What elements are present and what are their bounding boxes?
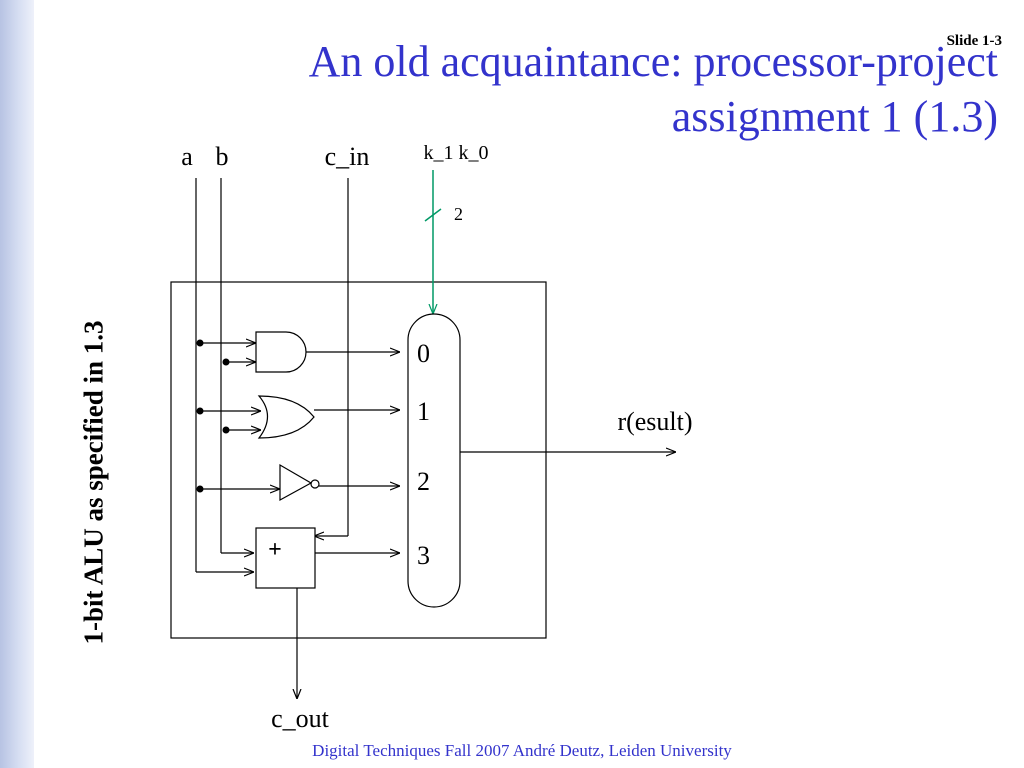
input-b-label: b bbox=[216, 142, 229, 171]
bus-width-label: 2 bbox=[454, 204, 463, 224]
input-a-label: a bbox=[181, 142, 193, 171]
multiplexer bbox=[407, 313, 461, 608]
select-label: k_1 k_0 bbox=[424, 142, 489, 164]
input-cin-label: c_in bbox=[325, 142, 370, 171]
left-decorative-bar bbox=[0, 0, 34, 768]
mux-input-1: 1 bbox=[417, 397, 430, 426]
mux-input-3: 3 bbox=[417, 541, 430, 570]
mux-input-2: 2 bbox=[417, 467, 430, 496]
or-gate-icon bbox=[257, 395, 315, 439]
and-gate-icon bbox=[255, 331, 307, 373]
junction-dots bbox=[196, 339, 230, 493]
not-gate-icon bbox=[279, 463, 320, 502]
select-wire bbox=[424, 170, 442, 314]
slide-title: An old acquaintance: processor-project a… bbox=[178, 34, 998, 144]
title-line-1: An old acquaintance: processor-project bbox=[308, 37, 998, 86]
slide-number: Slide 1-3 bbox=[946, 33, 1002, 49]
title-line-2: assignment 1 (1.3) bbox=[671, 92, 998, 141]
mux-input-0: 0 bbox=[417, 339, 430, 368]
gate-output-wires bbox=[297, 352, 676, 699]
result-label: r(esult) bbox=[617, 407, 692, 436]
footer: Digital Techniques Fall 2007 André Deutz… bbox=[312, 741, 732, 760]
alu-box bbox=[170, 281, 547, 639]
carry-out-label: c_out bbox=[271, 704, 330, 733]
adder-block bbox=[255, 527, 316, 589]
adder-symbol: + bbox=[268, 537, 282, 563]
input-wires bbox=[195, 178, 349, 572]
